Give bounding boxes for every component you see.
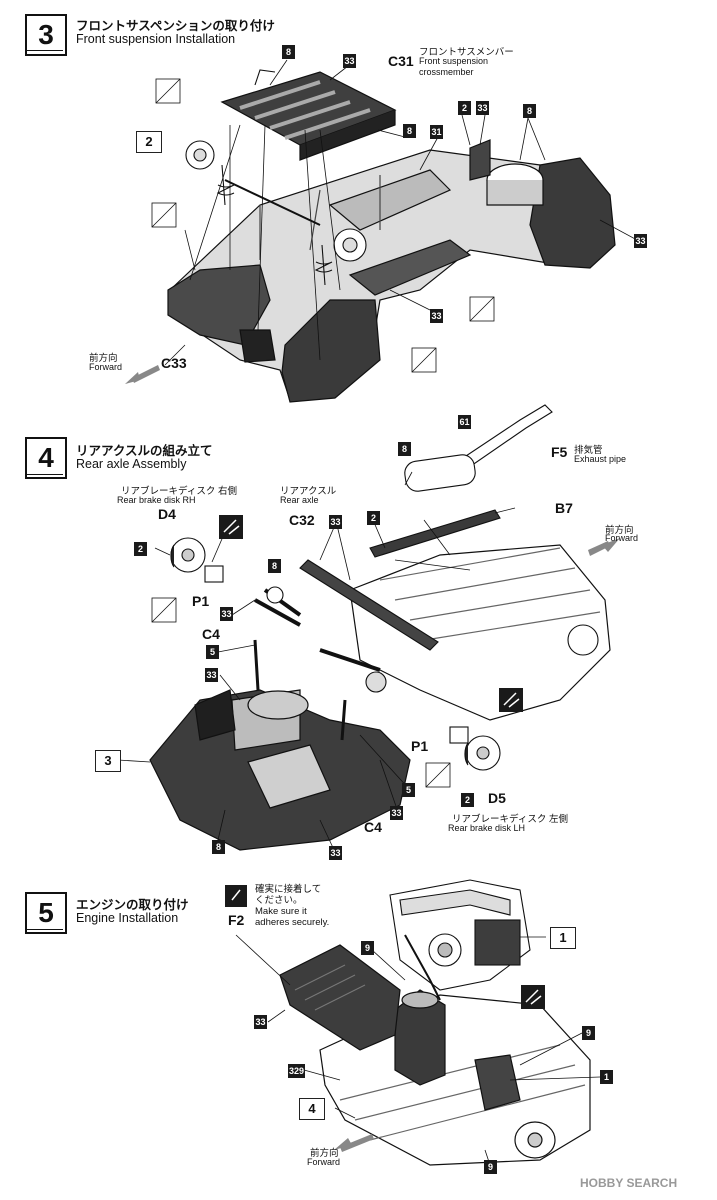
step3-c31-en-1: Front suspension bbox=[419, 56, 489, 66]
step3-c31-ja: フロントサスメンバー bbox=[419, 47, 514, 58]
step4-f5-en: Exhaust pipe bbox=[574, 454, 627, 464]
step3-badge-33: 33 bbox=[476, 101, 489, 115]
step4-badge-61: 61 bbox=[458, 415, 471, 429]
step3-forward-en: Forward bbox=[89, 362, 123, 372]
step5-badge-9: 9 bbox=[361, 941, 374, 955]
step3-part-c31: C31 bbox=[388, 53, 414, 69]
step4-box-3: 3 bbox=[95, 750, 121, 772]
step4-part-c4: C4 bbox=[364, 819, 382, 835]
glue-note-en-1: Make sure it bbox=[255, 906, 307, 917]
step-3-title-ja: フロントサスペンションの取り付け bbox=[76, 19, 275, 33]
step4-badge-8: 8 bbox=[398, 442, 411, 456]
step-5-title-en: Engine Installation bbox=[76, 911, 179, 925]
step3-badge-2: 2 bbox=[458, 101, 471, 115]
step4-forward-en: Forward bbox=[605, 533, 639, 543]
step5-forward-ja: 前方向 bbox=[310, 1148, 339, 1159]
step5-part-f2: F2 bbox=[228, 912, 245, 928]
step4-badge-33: 33 bbox=[205, 668, 218, 682]
step-5-rule bbox=[25, 929, 63, 930]
step3-box-2: 2 bbox=[136, 131, 162, 153]
step3-badge-33: 33 bbox=[430, 309, 443, 323]
step5-badge-9: 9 bbox=[484, 1160, 497, 1174]
step5-box-4: 4 bbox=[299, 1098, 325, 1120]
step4-d5-ja: リアブレーキディスク 左側 bbox=[452, 814, 568, 825]
step4-badge-33: 33 bbox=[390, 806, 403, 820]
step5-box-1: 1 bbox=[550, 927, 576, 949]
step-3-rule bbox=[25, 50, 63, 51]
step4-forward-ja: 前方向 bbox=[605, 525, 634, 536]
step-5-number: 5 bbox=[25, 892, 67, 934]
step4-badge-33: 33 bbox=[329, 846, 342, 860]
step4-badge-2: 2 bbox=[461, 793, 474, 807]
step3-badge-8: 8 bbox=[282, 45, 295, 59]
step4-part-p1: P1 bbox=[411, 738, 429, 754]
step4-floor bbox=[149, 544, 611, 851]
step-4-rule bbox=[25, 474, 63, 475]
step4-badge-33: 33 bbox=[220, 607, 233, 621]
step4-part-c4: C4 bbox=[202, 626, 220, 642]
step4-badge-8: 8 bbox=[268, 559, 281, 573]
step4-badge-2: 2 bbox=[367, 511, 380, 525]
step5-badge-1: 1 bbox=[600, 1070, 613, 1084]
glue-icon-marks bbox=[223, 519, 542, 1005]
step-4-title-en: Rear axle Assembly bbox=[76, 457, 187, 471]
step-5-title-ja: エンジンの取り付け bbox=[76, 898, 189, 912]
step5-badge-33: 33 bbox=[254, 1015, 267, 1029]
glue-note-ja-2: ください。 bbox=[255, 895, 303, 906]
step3-badge-8: 8 bbox=[403, 124, 416, 138]
step3-struts bbox=[185, 69, 367, 286]
step5-engine bbox=[389, 879, 531, 1001]
watermark: HOBBY SEARCH bbox=[580, 1176, 678, 1190]
glue-note-ja-1: 確実に接着して bbox=[255, 884, 322, 895]
step3-badge-33: 33 bbox=[343, 54, 356, 68]
step-3-title-en: Front suspension Installation bbox=[76, 32, 236, 46]
step-4-title-ja: リアアクスルの組み立て bbox=[76, 444, 213, 458]
step4-d4-en: Rear brake disk RH bbox=[117, 495, 196, 505]
step4-f5-ja: 排気管 bbox=[574, 445, 603, 456]
step3-part-c33: C33 bbox=[161, 355, 187, 371]
step4-part-p1: P1 bbox=[192, 593, 210, 609]
step-4-number: 4 bbox=[25, 437, 67, 479]
step3-forward-ja: 前方向 bbox=[89, 353, 118, 364]
step3-badge-33: 33 bbox=[634, 234, 647, 248]
glue-note-en-2: adheres securely. bbox=[255, 917, 330, 928]
step3-chassis bbox=[167, 139, 616, 403]
no-glue-icons bbox=[151, 78, 495, 788]
step3-crossmember bbox=[220, 71, 397, 161]
step4-part-f5: F5 bbox=[551, 444, 568, 460]
step-3-number: 3 bbox=[25, 14, 67, 56]
step4-d5-en: Rear brake disk LH bbox=[448, 823, 526, 833]
step4-part-d5: D5 bbox=[488, 790, 506, 806]
step5-forward-en: Forward bbox=[307, 1157, 341, 1167]
step5-glue-note: 確実に接着して ください。 Make sure it adheres secur… bbox=[255, 884, 329, 928]
step3-badge-8: 8 bbox=[523, 104, 536, 118]
step4-badge-8: 8 bbox=[212, 840, 225, 854]
step4-badge-2: 2 bbox=[134, 542, 147, 556]
step5-badge-9: 9 bbox=[582, 1026, 595, 1040]
step4-badge-5: 5 bbox=[206, 645, 219, 659]
step4-part-b7: B7 bbox=[555, 500, 573, 516]
step5-panel-f2 bbox=[279, 944, 401, 1051]
step3-c31-en-2: crossmember bbox=[419, 67, 474, 77]
forward-arrows bbox=[125, 365, 620, 1152]
step4-c32-ja: リアアクスル bbox=[280, 486, 337, 497]
step3-leaders bbox=[164, 59, 638, 366]
step4-part-d4: D4 bbox=[158, 506, 176, 522]
step5-badge-329: 329 bbox=[288, 1064, 306, 1078]
step4-c32-en: Rear axle bbox=[280, 495, 319, 505]
step4-axle-parts bbox=[170, 404, 599, 771]
step4-part-c32: C32 bbox=[289, 512, 315, 528]
step3-badge-31: 31 bbox=[430, 125, 443, 139]
step4-badge-33: 33 bbox=[329, 515, 342, 529]
step4-badge-5: 5 bbox=[402, 783, 415, 797]
step4-d4-ja: リアブレーキディスク 右側 bbox=[121, 486, 237, 497]
